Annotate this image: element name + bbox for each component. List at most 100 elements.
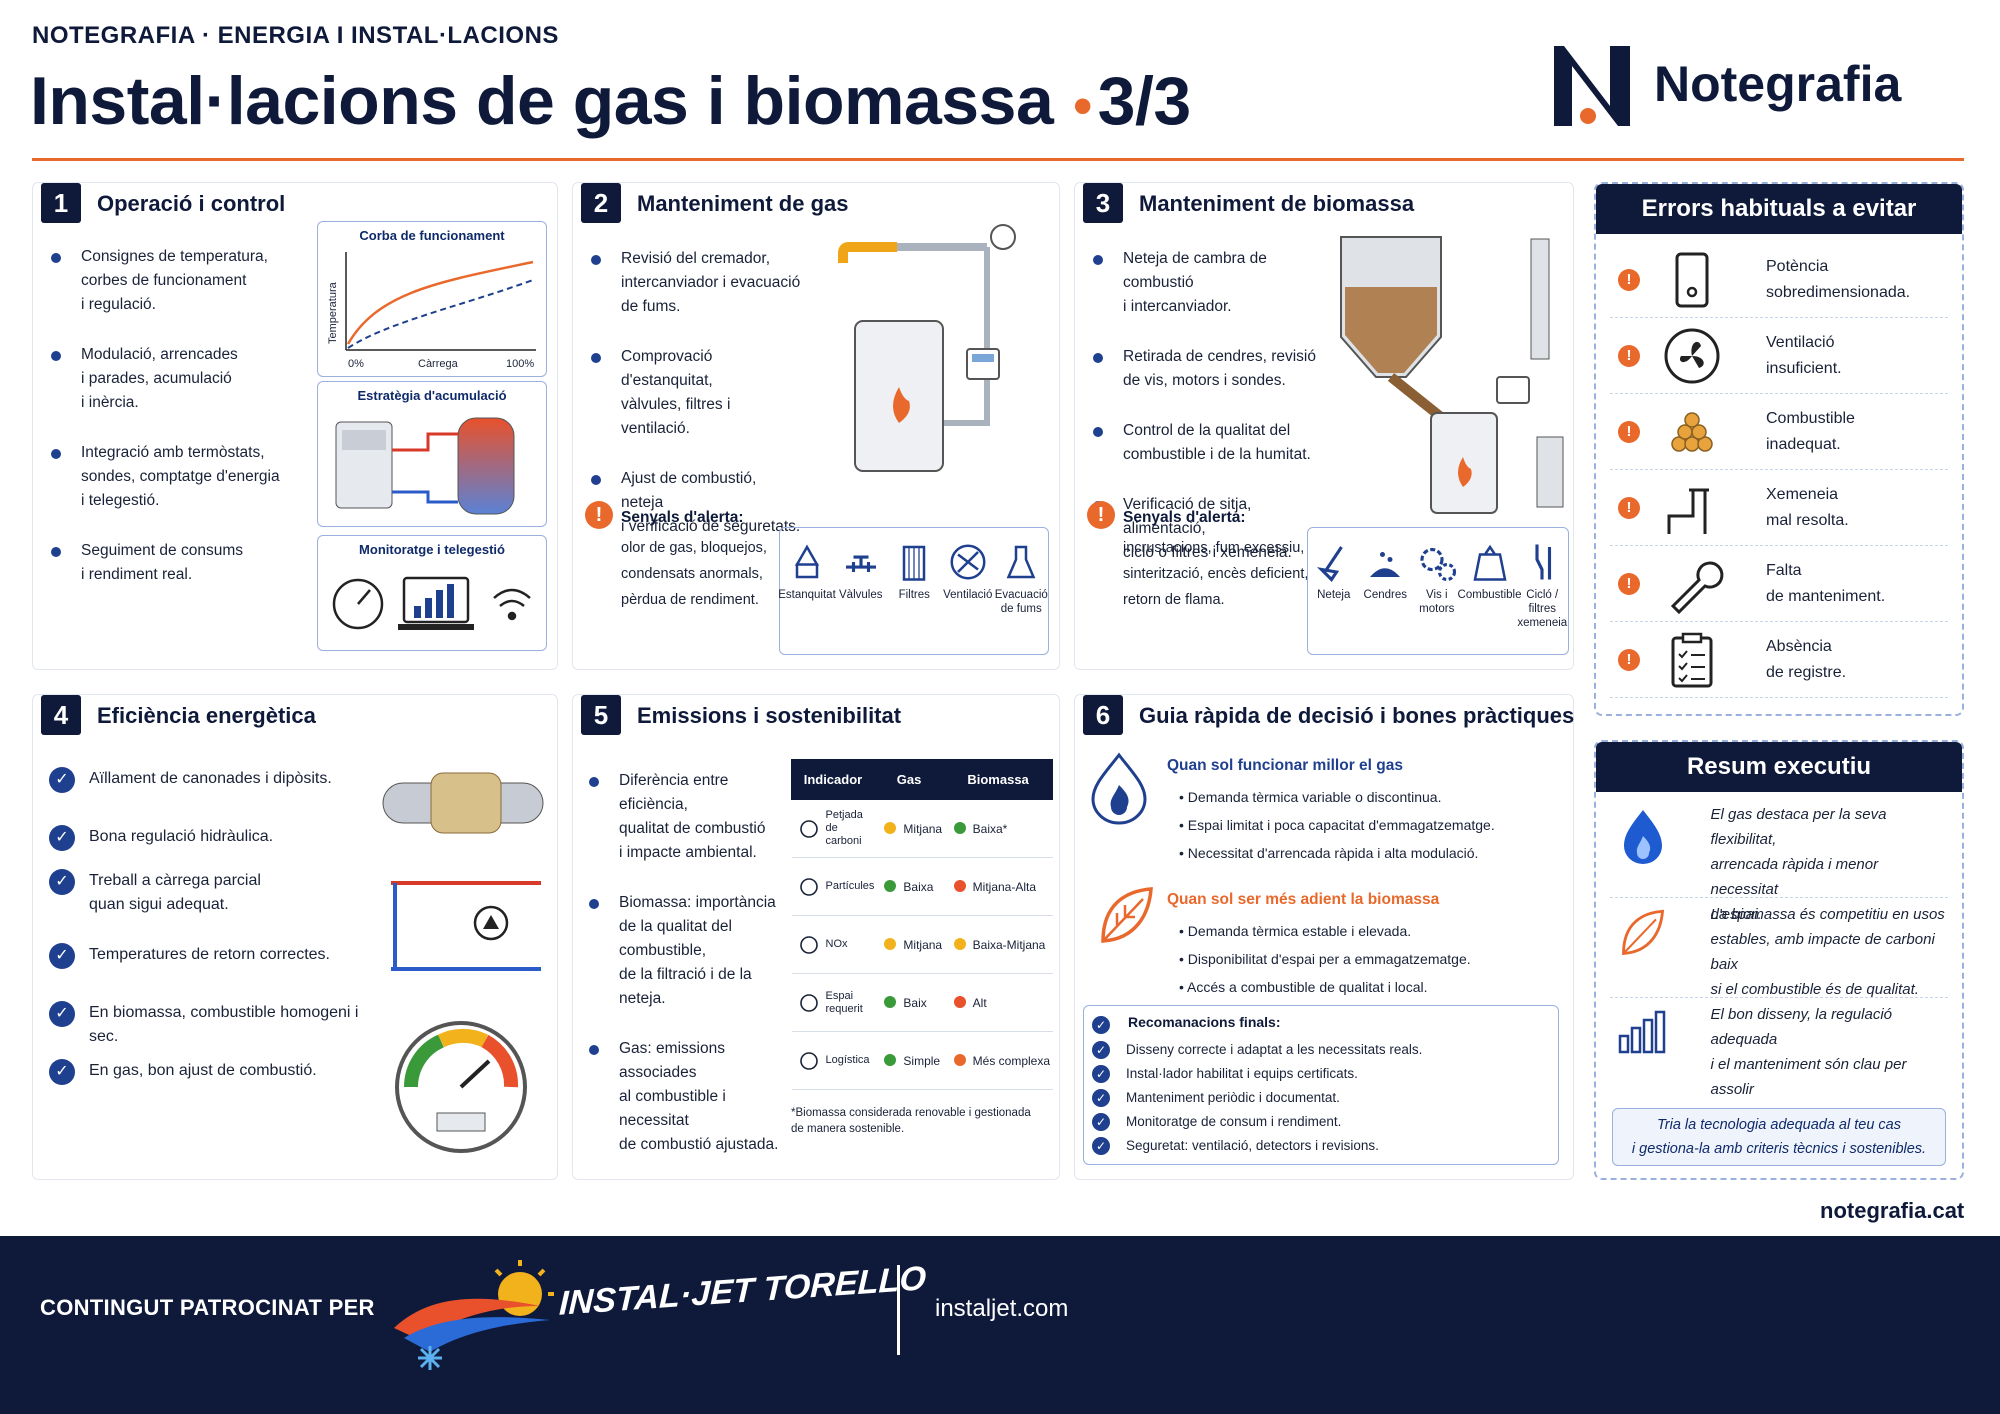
status-dot bbox=[953, 879, 966, 892]
section-number: 1 bbox=[41, 183, 81, 223]
warning-icon: ! bbox=[1618, 496, 1640, 519]
maintenance-item: Filtres bbox=[888, 542, 942, 654]
check-line: Bona regulació hidràulica. bbox=[89, 828, 274, 845]
guide-text: Necessitat d'arrencada ràpida i alta mod… bbox=[1187, 845, 1479, 861]
check-icon: ✓ bbox=[49, 1001, 75, 1027]
maintenance-item: Combustible bbox=[1458, 542, 1521, 654]
bullet-line: Integració amb termòstats, bbox=[81, 444, 265, 461]
sponsor-label: CONTINGUT PATROCINAT PER bbox=[40, 1295, 375, 1320]
bullet-line: de la filtració i de la neteja. bbox=[619, 966, 752, 1007]
gas-value-cell: Baix bbox=[874, 973, 944, 1032]
bullet-line: i rendiment real. bbox=[81, 566, 193, 583]
alert-icon: ! bbox=[1087, 501, 1115, 529]
estanquitat-icon bbox=[794, 544, 820, 579]
check-icon: ✓ bbox=[1092, 1113, 1110, 1131]
section-bullets: Diferència entre eficiència,qualitat de … bbox=[589, 769, 799, 1183]
monitoring-title: Monitoratge i telegestió bbox=[359, 542, 505, 557]
biomass-alert: ! Senyals d'alerta: incrustacions, fum e… bbox=[1087, 501, 1308, 651]
error-line: sobredimensionada. bbox=[1766, 283, 1911, 301]
table-note: *Biomassa considerada renovable i gestio… bbox=[791, 1105, 1053, 1137]
sponsor-site-link[interactable]: instaljet.com bbox=[935, 1295, 1069, 1322]
guide-item: • Accés a combustible de qualitat i loca… bbox=[1179, 979, 1428, 995]
gas-value-cell: Mitjana bbox=[874, 799, 944, 858]
bullet-line: i parades, acumulació bbox=[81, 370, 232, 387]
check-item: ✓Aïllament de canonades i dipòsits. bbox=[49, 767, 389, 793]
chimney-icon bbox=[1667, 488, 1709, 534]
bullet-item: Integració amb termòstats,sondes, compta… bbox=[51, 441, 291, 513]
indicator-label: Logística bbox=[825, 1054, 870, 1066]
gas-flame-icon bbox=[1091, 752, 1147, 825]
bullet-line: Revisió del cremador, bbox=[621, 250, 771, 267]
summary-text: El gas destaca per la seva flexibilitat,… bbox=[1711, 802, 1949, 927]
alert-line: sinterització, encès deficient, bbox=[1123, 566, 1309, 582]
vis-i-motors-icon bbox=[1420, 547, 1456, 582]
check-icon: ✓ bbox=[1092, 1016, 1110, 1034]
section-eficiencia: 4 Eficiència energètica ✓Aïllament de ca… bbox=[32, 694, 558, 1180]
icon-label: Cicló / filtres bbox=[1526, 589, 1559, 615]
bullet-line: de vis, motors i sondes. bbox=[1123, 372, 1286, 389]
error-illustration bbox=[1658, 628, 1726, 692]
summary-line: d'espai. bbox=[1710, 906, 1762, 923]
guide-item: • Necessitat d'arrencada ràpida i alta m… bbox=[1179, 845, 1479, 861]
guide-text: Accés a combustible de qualitat i local. bbox=[1187, 979, 1428, 995]
icon-label: Combustible bbox=[1457, 589, 1522, 601]
check-icon: ✓ bbox=[49, 943, 75, 969]
recommendations-title: Recomanacions finals: bbox=[1128, 1014, 1281, 1030]
summary-icon bbox=[1610, 902, 1677, 962]
monitoring-icons bbox=[332, 576, 531, 630]
curve-xlabel: Càrrega bbox=[418, 358, 459, 370]
gas-flame-icon bbox=[1624, 810, 1663, 864]
bullet-item: Diferència entre eficiència,qualitat de … bbox=[589, 769, 799, 865]
bullet-line: al combustible i necessitat bbox=[619, 1088, 726, 1129]
check-icon: ✓ bbox=[49, 767, 75, 793]
maintenance-item: Vàlvules bbox=[834, 542, 888, 654]
wifi-icon bbox=[493, 588, 531, 621]
check-line: Temperatures de retorn correctes. bbox=[89, 946, 330, 963]
recommendation-text: Manteniment periòdic i documentat. bbox=[1126, 1090, 1340, 1105]
warning-icon: ! bbox=[1618, 268, 1640, 291]
error-line: mal resolta. bbox=[1766, 511, 1849, 529]
summary-line: i el manteniment són clau per assolir bbox=[1710, 1056, 1907, 1098]
section-operacio: 1 Operació i control Consignes de temper… bbox=[32, 182, 558, 670]
callout-line: Tria la tecnologia adequada al teu cas bbox=[1657, 1117, 1901, 1133]
carbon-footprint-icon bbox=[799, 819, 818, 838]
page-title: Instal·lacions de gas i biomassa•3/3 bbox=[30, 62, 1191, 140]
icon-label: Estanquitat bbox=[778, 589, 836, 601]
laptop-chart-icon bbox=[398, 576, 474, 630]
alert-line: condensats anormals, bbox=[621, 566, 763, 582]
section-emissions: 5 Emissions i sostenibilitat Diferència … bbox=[572, 694, 1060, 1180]
error-line: de registre. bbox=[1766, 663, 1847, 681]
error-illustration bbox=[1658, 248, 1726, 312]
bullet-line: Consignes de temperatura, bbox=[81, 248, 268, 265]
logistics-icon bbox=[799, 1051, 818, 1070]
summary-line: si el combustible és de qualitat. bbox=[1710, 981, 1919, 998]
warning-icon: ! bbox=[1618, 344, 1640, 367]
bullet-line: i intercanviador. bbox=[1123, 298, 1232, 315]
section-manteniment-gas: 2 Manteniment de gas Revisió del cremado… bbox=[572, 182, 1060, 670]
gas-value-cell: Mitjana bbox=[874, 915, 944, 974]
bullet-line: combustible i de la humitat. bbox=[1123, 446, 1311, 463]
check-icon: ✓ bbox=[1092, 1065, 1110, 1083]
indicator-label: Partícules bbox=[825, 880, 875, 892]
accumulation-title: Estratègia d'acumulació bbox=[357, 388, 507, 403]
note-line: de manera sostenible. bbox=[791, 1123, 905, 1135]
indicator-label: Petjada bbox=[825, 809, 863, 821]
error-line: Potència bbox=[1766, 257, 1829, 275]
indicator-label: requerit bbox=[825, 1002, 863, 1015]
hydraulic-circuit-icon bbox=[391, 881, 541, 971]
error-line: de manteniment. bbox=[1766, 587, 1886, 605]
gas-alert: ! Senyals d'alerta: olor de gas, bloquej… bbox=[585, 501, 805, 651]
notegrafia-site-link[interactable]: notegrafia.cat bbox=[1820, 1198, 1965, 1223]
summary-icon bbox=[1610, 802, 1677, 866]
error-illustration bbox=[1658, 552, 1726, 616]
summary-line: estables, amb impacte de carboni baix bbox=[1710, 931, 1935, 973]
